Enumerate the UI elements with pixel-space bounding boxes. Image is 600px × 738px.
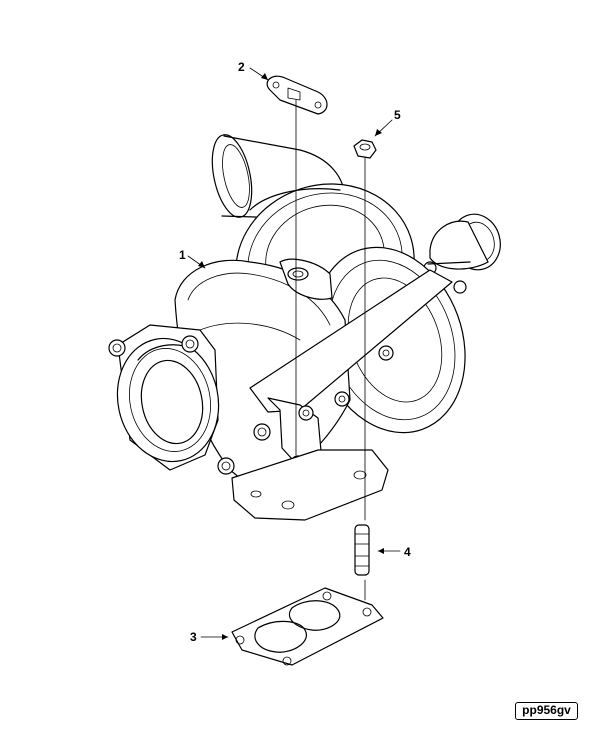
callout-2: 2	[238, 60, 245, 74]
compressor-inlet	[211, 134, 346, 219]
figure-id-label: pp956gv	[515, 702, 578, 720]
flange-bolt	[108, 339, 126, 357]
alignment-lines	[295, 99, 366, 601]
callout-3: 3	[190, 630, 197, 644]
callout-5: 5	[394, 108, 401, 122]
mounting-nut	[353, 139, 377, 159]
flange-bolt	[217, 457, 235, 475]
callout-leaders	[187, 67, 401, 640]
inlet-flange	[108, 324, 271, 475]
mounting-stud	[354, 524, 370, 576]
flange-bolt	[181, 335, 199, 353]
flange-bolt	[253, 423, 271, 441]
callout-4: 4	[404, 545, 411, 559]
turbine-mounting-flange	[231, 449, 389, 521]
callout-1: 1	[179, 248, 186, 262]
oil-drain-gasket	[266, 75, 328, 115]
turbocharger-mounting-gasket	[231, 587, 384, 666]
